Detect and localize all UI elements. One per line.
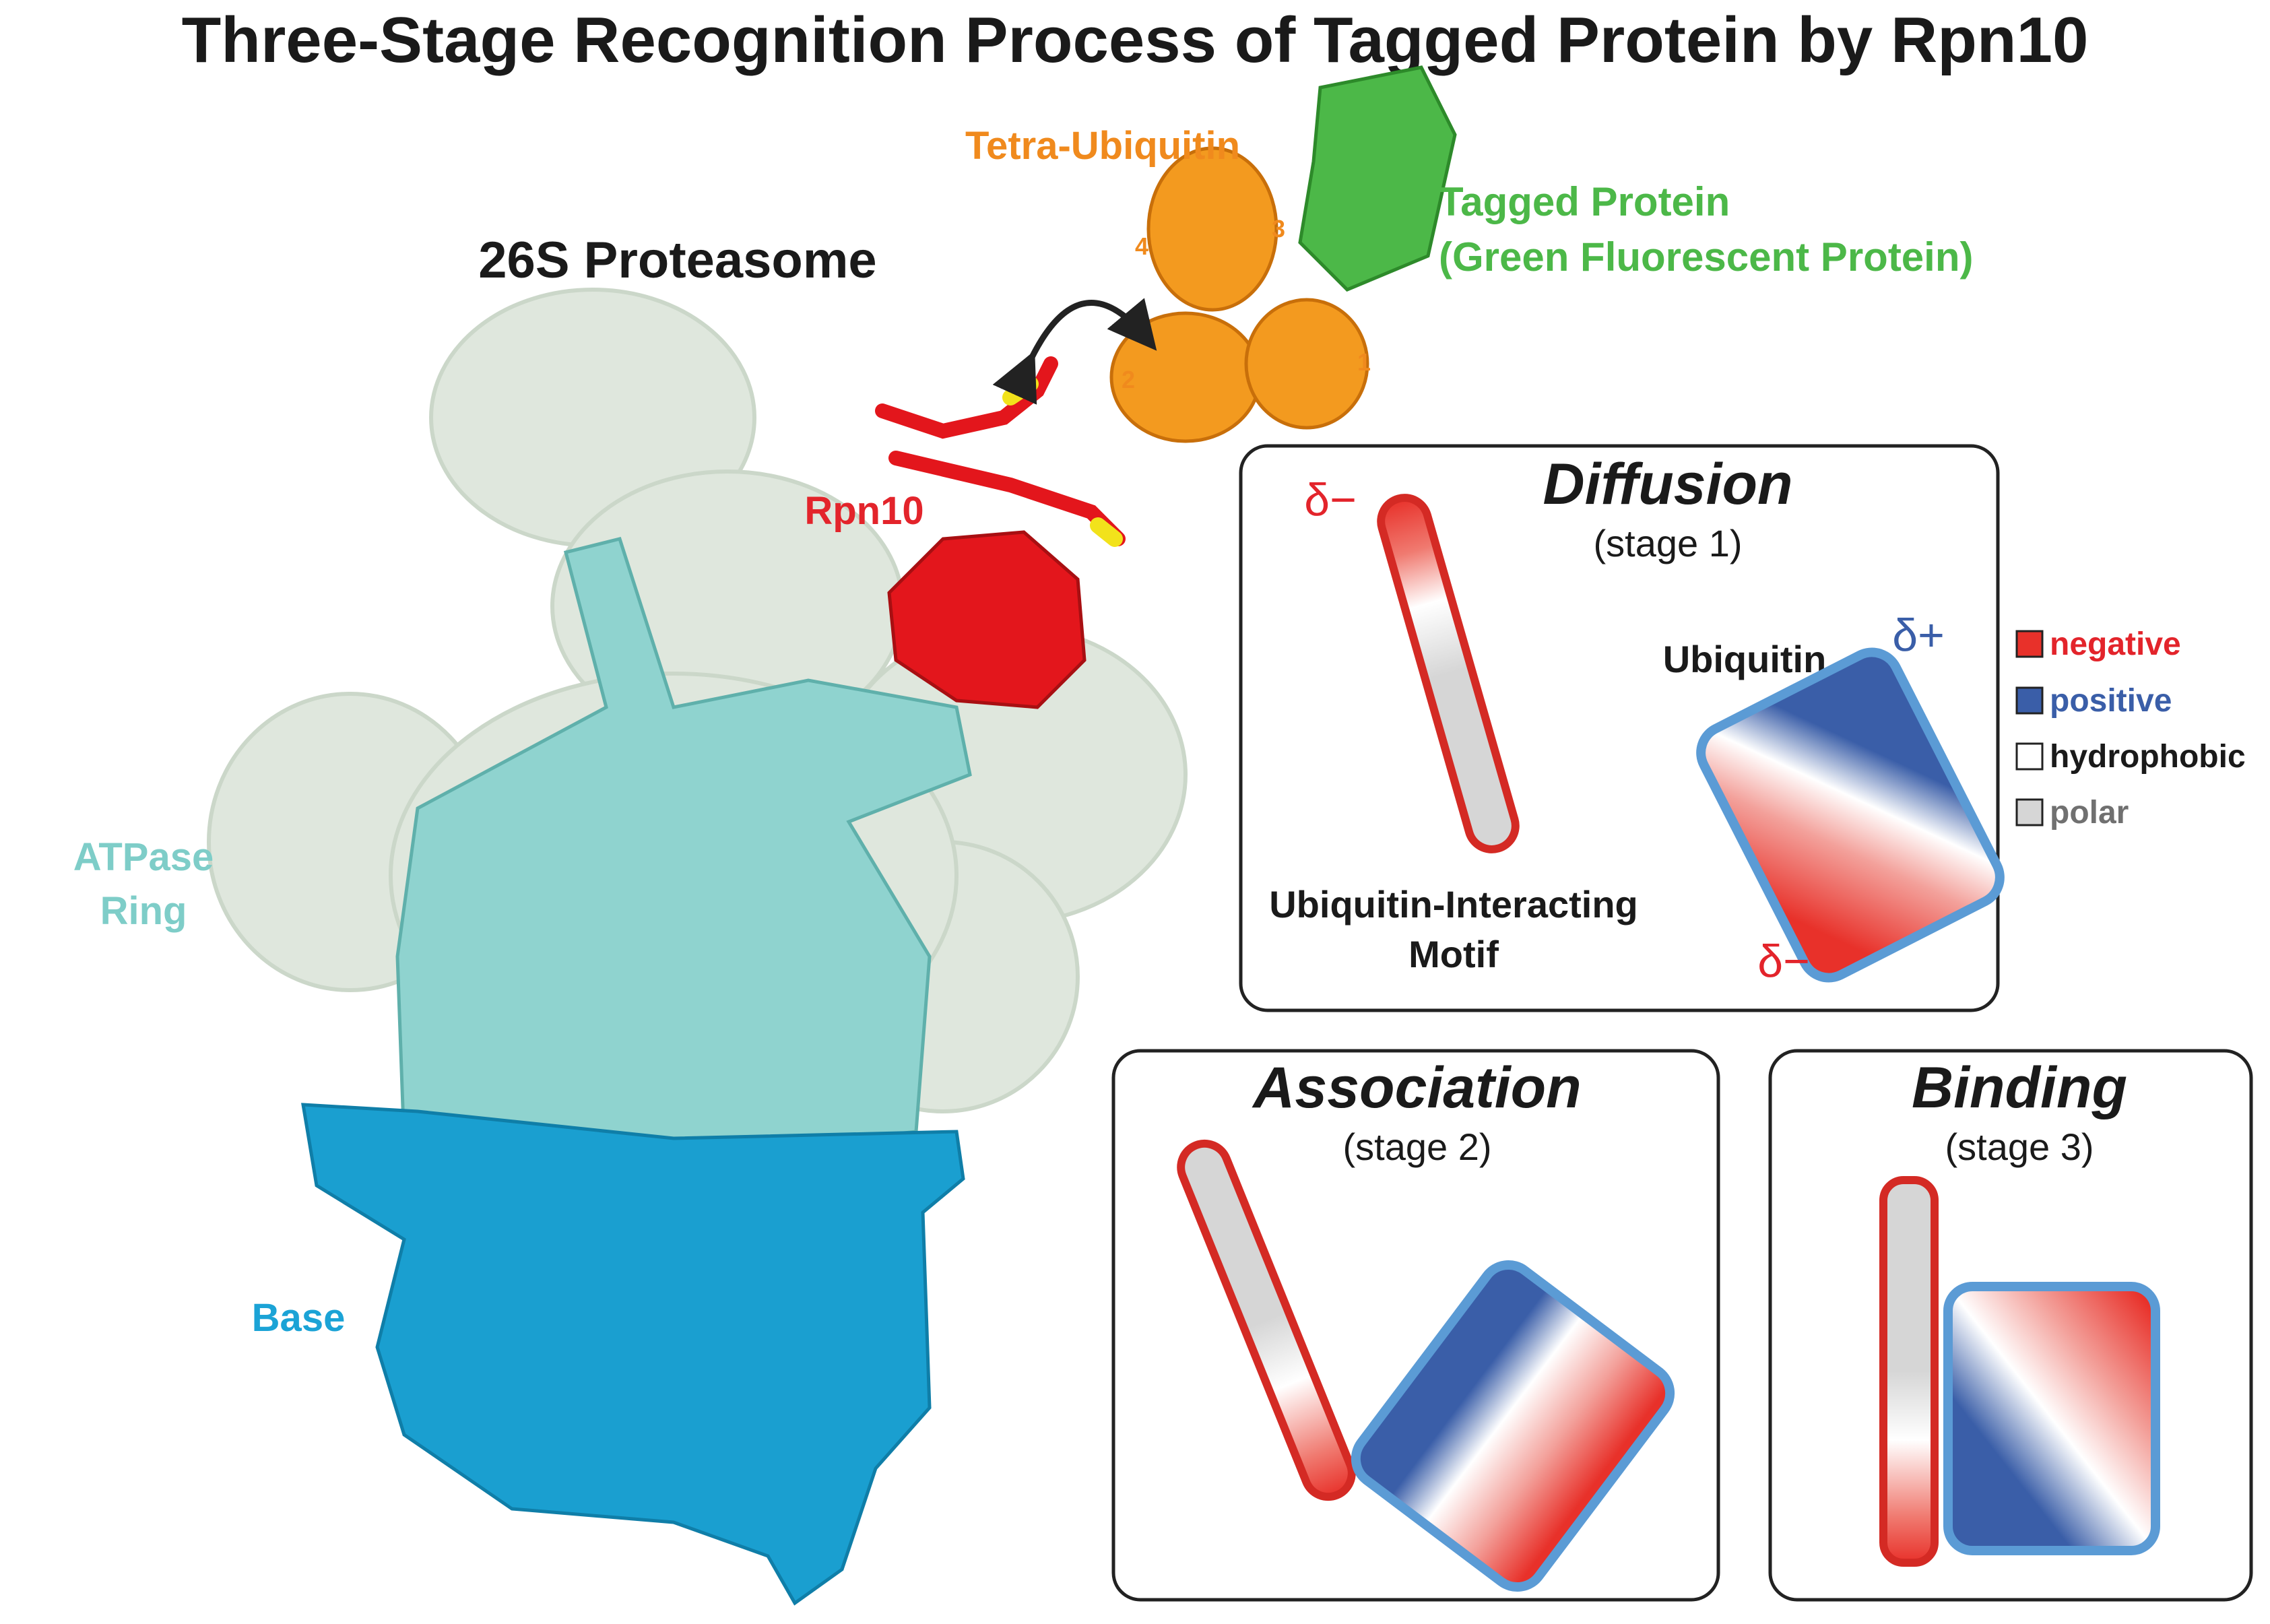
atpase-label-line2: Ring	[100, 889, 187, 933]
ubiquitin-block	[1943, 1282, 2160, 1555]
diffusion-subtitle: (stage 1)	[1594, 522, 1743, 564]
delta-negative-ubiquitin: δ−	[1757, 936, 1810, 987]
svg-text:negative: negative	[2050, 626, 2181, 662]
binding-panel: Binding (stage 3)	[1768, 1049, 2253, 1602]
atpase-label-line1: ATPase	[73, 835, 214, 879]
legend-item-hydrophobic: hydrophobic	[2015, 739, 2246, 775]
legend-item-positive: positive	[2015, 683, 2172, 719]
rpn10-label: Rpn10	[804, 489, 923, 533]
svg-text:polar: polar	[2050, 795, 2129, 831]
association-subtitle: (stage 2)	[1343, 1126, 1492, 1168]
svg-text:hydrophobic: hydrophobic	[2050, 739, 2246, 775]
proteasome-structure	[207, 65, 1457, 1606]
tetra-ubiquitin-label: Tetra-Ubiquitin	[965, 124, 1240, 168]
delta-negative-motif: δ−	[1304, 474, 1357, 525]
binding-subtitle: (stage 3)	[1945, 1126, 2094, 1168]
interaction-arrow-icon	[992, 298, 1157, 405]
delta-positive: δ+	[1892, 610, 1945, 661]
ubiquitin-label: Ubiquitin	[1663, 638, 1827, 680]
binding-title: Binding	[1912, 1055, 2127, 1120]
rpn10-surface	[887, 530, 1087, 709]
svg-text:positive: positive	[2050, 683, 2172, 719]
uim-rod	[1377, 494, 1520, 853]
figure-title: Three-Stage Recognition Process of Tagge…	[182, 4, 2089, 76]
legend-item-negative: negative	[2015, 626, 2181, 662]
base-surface	[301, 1103, 965, 1606]
diffusion-panel: Diffusion (stage 1) δ− Ubiquitin-Interac…	[1239, 444, 2005, 1012]
base-label: Base	[252, 1296, 346, 1340]
proteasome-label: 26S Proteasome	[478, 232, 876, 289]
ubiquitin-number-4: 4	[1135, 232, 1148, 260]
ubiquitin-number-3: 3	[1272, 215, 1285, 242]
diffusion-title: Diffusion	[1543, 452, 1792, 517]
tagged-protein-label: Tagged Protein	[1439, 179, 1730, 224]
legend: negative positive hydrophobic polar	[2015, 626, 2246, 831]
motif-label-line1: Ubiquitin-Interacting	[1269, 883, 1638, 925]
motif-label-line2: Motif	[1408, 933, 1499, 975]
ubiquitin-block	[1696, 647, 2005, 983]
uim-rod	[1879, 1176, 1939, 1567]
association-title: Association	[1252, 1055, 1581, 1120]
ubiquitin-number-1: 1	[1357, 348, 1371, 376]
legend-item-polar: polar	[2015, 795, 2129, 831]
gfp-ribbon	[1298, 65, 1457, 292]
association-panel: Association (stage 2)	[1111, 1049, 1720, 1602]
tagged-protein-sublabel: (Green Fluorescent Protein)	[1439, 234, 1973, 280]
ubiquitin-block	[1351, 1260, 1675, 1592]
ubiquitin-number-2: 2	[1122, 366, 1135, 393]
uim-rod	[1177, 1139, 1356, 1501]
